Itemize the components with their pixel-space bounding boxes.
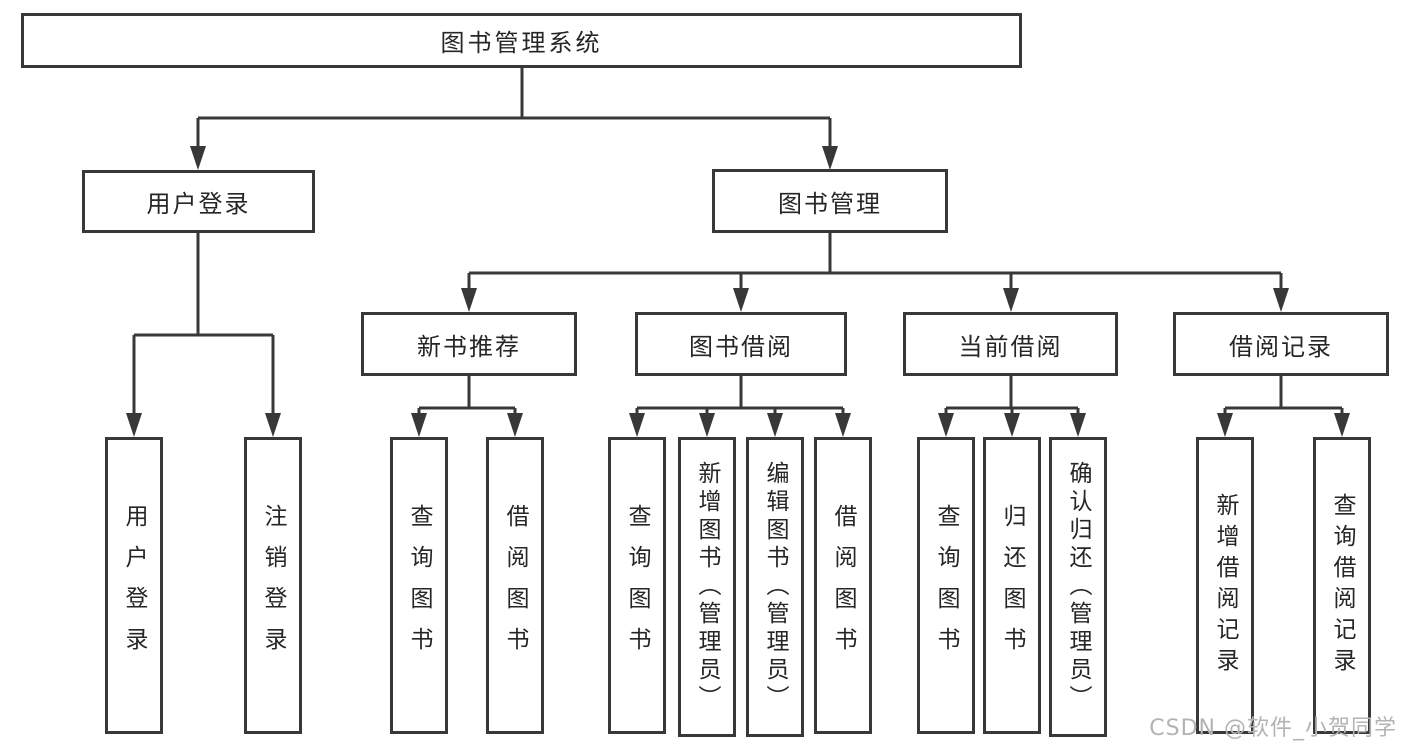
leaf-add-borrow-record-label: 新增借阅记录 [1212, 492, 1238, 679]
leaf-edit-book-admin-label: 编辑图书（管理员） [762, 461, 788, 713]
leaf-query-borrow-record-label: 查询借阅记录 [1329, 492, 1355, 679]
node-user-login: 用户登录 [82, 170, 315, 233]
leaf-return-book: 归还图书 [983, 437, 1041, 734]
leaf-query-book-newbook-label: 查询图书 [406, 503, 432, 668]
node-current-borrow: 当前借阅 [903, 312, 1118, 376]
leaf-add-book-admin: 新增图书（管理员） [678, 437, 736, 737]
leaf-add-borrow-record: 新增借阅记录 [1196, 437, 1254, 734]
leaf-query-book-current-label: 查询图书 [933, 503, 959, 668]
leaf-confirm-return-admin-label: 确认归还（管理员） [1065, 461, 1091, 713]
leaf-borrow-book-newbook: 借阅图书 [486, 437, 544, 734]
leaf-query-book-current: 查询图书 [917, 437, 975, 734]
leaf-user-login-label: 用户登录 [121, 503, 147, 668]
leaf-logout: 注销登录 [244, 437, 302, 734]
node-book-management: 图书管理 [712, 169, 948, 233]
leaf-query-book-newbook: 查询图书 [390, 437, 448, 734]
arrowheads [126, 146, 1350, 437]
leaf-query-borrow-record: 查询借阅记录 [1313, 437, 1371, 734]
leaf-query-book-borrow: 查询图书 [608, 437, 666, 734]
leaf-return-book-label: 归还图书 [999, 503, 1025, 668]
leaf-user-login: 用户登录 [105, 437, 163, 734]
csdn-watermark: CSDN @软件_小贺同学 [1149, 716, 1397, 741]
node-library-system: 图书管理系统 [21, 13, 1022, 68]
node-borrow-record: 借阅记录 [1173, 312, 1389, 376]
leaf-borrow-book-newbook-label: 借阅图书 [502, 503, 528, 668]
leaf-borrow-book: 借阅图书 [814, 437, 872, 734]
leaf-edit-book-admin: 编辑图书（管理员） [746, 437, 804, 737]
node-book-borrow: 图书借阅 [635, 312, 847, 376]
leaf-logout-label: 注销登录 [260, 503, 286, 668]
node-new-book-recommend: 新书推荐 [361, 312, 577, 376]
leaf-confirm-return-admin: 确认归还（管理员） [1049, 437, 1107, 737]
leaf-query-book-borrow-label: 查询图书 [624, 503, 650, 668]
leaf-add-book-admin-label: 新增图书（管理员） [694, 461, 720, 713]
leaf-borrow-book-label: 借阅图书 [830, 503, 856, 668]
